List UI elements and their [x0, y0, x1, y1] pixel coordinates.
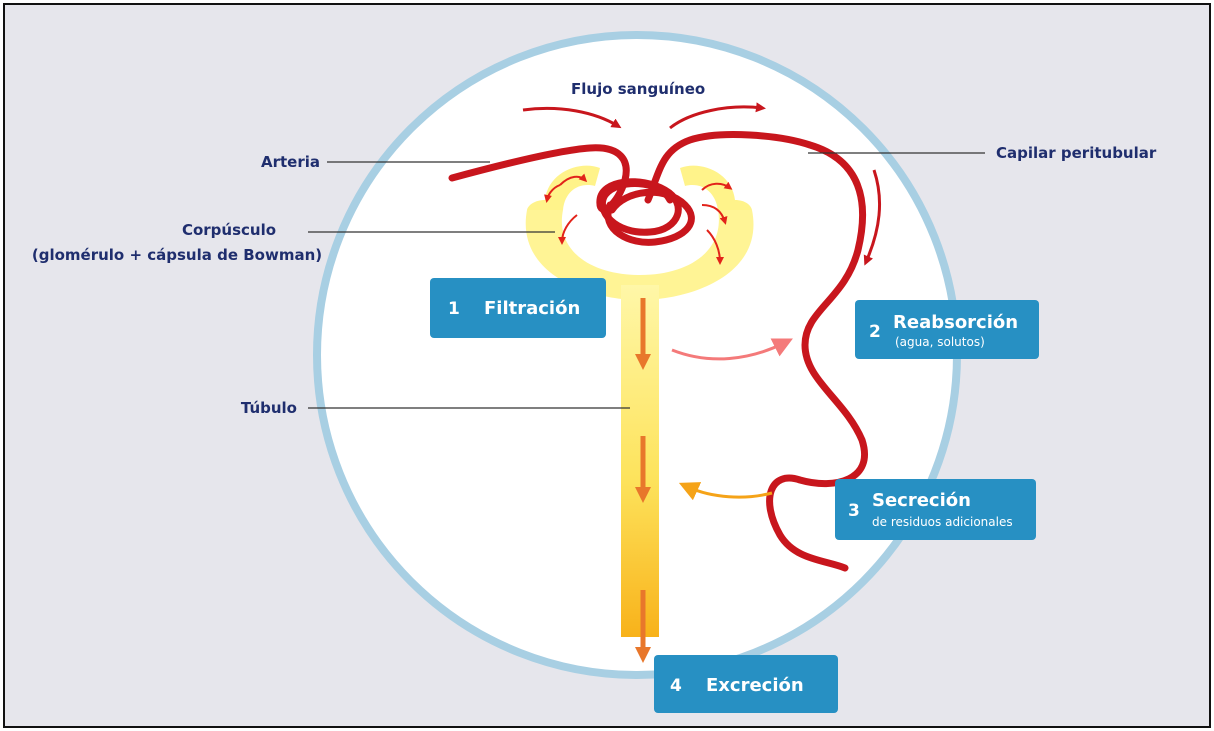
step-number: 4 — [670, 676, 682, 696]
step-title: Filtración — [484, 298, 580, 319]
step-number: 3 — [848, 501, 860, 521]
step-excrecion: 4 Excreción — [654, 655, 838, 713]
step-filtracion: 1 Filtración — [430, 278, 606, 338]
step-title: Excreción — [706, 675, 804, 696]
step-secrecion: 3 Secreción de residuos adicionales — [835, 479, 1036, 540]
step-number: 1 — [448, 299, 460, 319]
corpusculo-sublabel: (glomérulo + cápsula de Bowman) — [32, 246, 322, 264]
arteria-label: Arteria — [261, 153, 320, 171]
corpusculo-label: Corpúsculo — [182, 221, 276, 239]
tubulo-label: Túbulo — [241, 399, 297, 417]
step-title: Reabsorción — [893, 312, 1018, 333]
flow-title: Flujo sanguíneo — [571, 80, 705, 98]
step-number: 2 — [869, 322, 881, 342]
step-title: Secreción — [872, 490, 971, 511]
capilar-label: Capilar peritubular — [996, 144, 1157, 162]
step-reabsorcion: 2 Reabsorción (agua, solutos) — [855, 300, 1039, 359]
step-subtitle: de residuos adicionales — [872, 515, 1013, 529]
step-subtitle: (agua, solutos) — [895, 335, 985, 349]
